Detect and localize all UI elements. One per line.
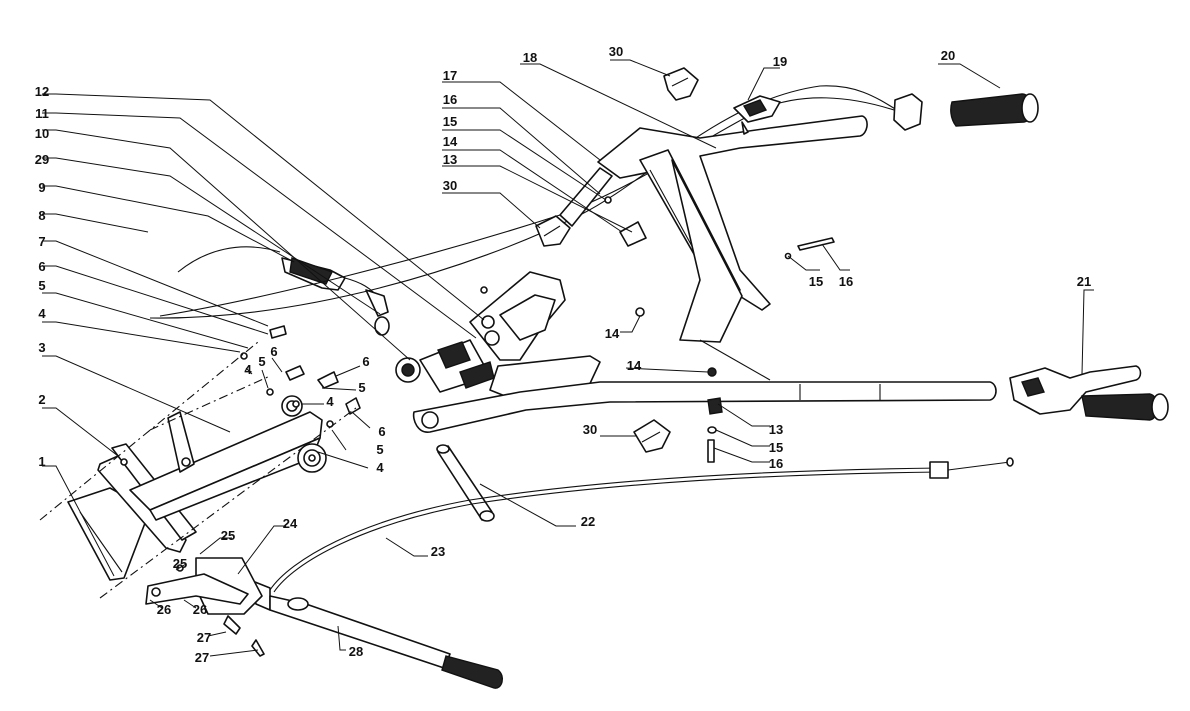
callout-24: 24: [283, 516, 298, 531]
callout-6a: 6: [38, 259, 45, 274]
callout-16c: 16: [769, 456, 783, 471]
cable-clip-30-mid: [535, 215, 571, 247]
leader-lines: [42, 59, 1094, 657]
callout-6c: 6: [362, 354, 369, 369]
centerline-a: [39, 341, 259, 521]
callout-4a: 4: [38, 306, 46, 321]
washer-12: [481, 315, 495, 329]
cable-23: [269, 467, 941, 591]
callout-22: 22: [581, 514, 595, 529]
callout-23: 23: [431, 544, 445, 559]
callout-13b: 13: [769, 422, 783, 437]
callout-25a: 25: [221, 528, 235, 543]
callout-18: 18: [523, 50, 537, 65]
callout-29: 29: [35, 152, 49, 167]
cable-tip-23: [1006, 457, 1014, 467]
cable-23b: [273, 471, 941, 593]
callout-16b: 16: [839, 274, 853, 289]
callout-27b: 27: [195, 650, 209, 665]
callout-12: 12: [35, 84, 49, 99]
gear-10: [395, 339, 495, 393]
bolt-16-right: [797, 237, 835, 251]
rod-22: [436, 444, 495, 522]
lower-handle-tube: [412, 381, 997, 433]
callout-26a: 26: [157, 602, 171, 617]
callout-14b: 14: [605, 326, 620, 341]
callout-5d: 5: [376, 442, 383, 457]
callout-15: 15: [443, 114, 457, 129]
callout-4d: 4: [376, 460, 384, 475]
callout-5a: 5: [38, 278, 45, 293]
centerline-b: [99, 407, 357, 599]
callout-28: 28: [349, 644, 363, 659]
callout-19: 19: [773, 54, 787, 69]
lower-frame-rail: [559, 167, 613, 227]
callout-21: 21: [1077, 274, 1091, 289]
callout-13: 13: [443, 152, 457, 167]
callout-2: 2: [38, 392, 45, 407]
callout-11: 11: [35, 106, 49, 121]
callout-6d: 6: [378, 424, 385, 439]
cable-wire-23: [947, 461, 1011, 471]
callout-3: 3: [38, 340, 45, 355]
handle-grip-20: [893, 93, 1039, 131]
cable-upper-2: [149, 85, 906, 319]
bracket-24: [145, 557, 265, 657]
centerline-c: [149, 375, 271, 431]
callout-20: 20: [941, 48, 955, 63]
callout-25b: 25: [173, 556, 187, 571]
washer-13: [484, 330, 500, 346]
callout-5b: 5: [258, 354, 265, 369]
callout-labels: 1 2 3 4 4 4 4 5 5 5 5 6 6 6 6 7 8 9 29 1…: [35, 44, 1091, 665]
nut-14: [604, 196, 612, 204]
control-lever-21: [1009, 365, 1169, 421]
nut-14c: [707, 367, 717, 377]
gear-4-lower: [297, 443, 327, 473]
cable-clip-30-top: [663, 67, 699, 101]
callout-30a: 30: [443, 178, 457, 193]
callout-14c: 14: [627, 358, 642, 373]
upper-handle-frame: [597, 115, 868, 381]
callout-15c: 15: [769, 440, 783, 455]
nut-14-top: [480, 286, 488, 294]
switch-19: [733, 95, 781, 135]
blade-1: [67, 487, 151, 581]
callout-1: 1: [38, 454, 45, 469]
callout-8: 8: [38, 208, 45, 223]
lever-28: [249, 579, 504, 689]
bracket-13: [619, 221, 647, 247]
callout-26b: 26: [193, 602, 207, 617]
arm-3: [129, 411, 323, 521]
callout-15b: 15: [809, 274, 823, 289]
callout-30b: 30: [609, 44, 623, 59]
callout-9: 9: [38, 180, 45, 195]
bolts-5-6: [240, 325, 361, 428]
callout-17: 17: [443, 68, 457, 83]
callout-4c: 4: [326, 394, 334, 409]
cable-end-23: [929, 461, 949, 479]
callout-16: 16: [443, 92, 457, 107]
cable-clip-30-low: [633, 419, 671, 453]
callout-6b: 6: [270, 344, 277, 359]
callout-30c: 30: [583, 422, 597, 437]
nut-14b: [635, 307, 645, 317]
callout-14: 14: [443, 134, 458, 149]
callout-27a: 27: [197, 630, 211, 645]
callout-7: 7: [38, 234, 45, 249]
callout-10: 10: [35, 126, 49, 141]
cable-8: [177, 246, 281, 273]
cable-upper: [159, 97, 901, 317]
callout-5c: 5: [358, 380, 365, 395]
callout-4b: 4: [244, 362, 252, 377]
fastener-stack: [707, 397, 723, 463]
